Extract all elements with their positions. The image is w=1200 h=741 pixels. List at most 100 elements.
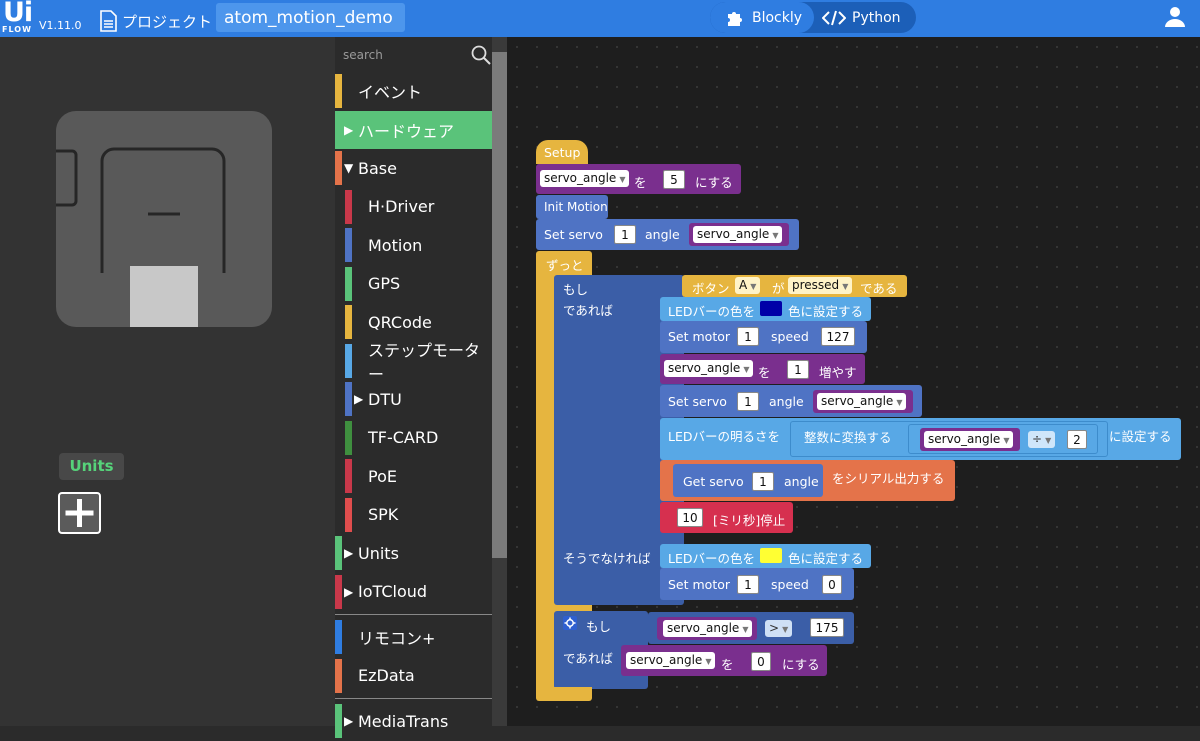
category-color-bar xyxy=(345,459,352,493)
event-dropdown[interactable]: pressed▼ xyxy=(788,277,853,294)
category-8[interactable]: ▶DTU xyxy=(335,380,492,419)
category-13[interactable]: ▶IoTCloud xyxy=(335,573,492,612)
ga-label: が xyxy=(772,281,785,296)
category-15[interactable]: EzData xyxy=(335,657,492,696)
wait-label: [ミリ秒]停止 xyxy=(713,513,786,528)
expanded-arrow-icon: ▼ xyxy=(344,161,354,176)
plus-icon xyxy=(65,499,94,527)
motor-number-input[interactable]: 1 xyxy=(737,575,759,594)
device-preview xyxy=(56,111,272,327)
category-label: SPK xyxy=(368,505,399,525)
collapsed-arrow-icon: ▶ xyxy=(344,714,354,729)
category-11[interactable]: SPK xyxy=(335,496,492,535)
increase-label: 増やす xyxy=(819,365,857,380)
palette-search xyxy=(335,37,492,72)
dearu-label: である xyxy=(860,281,898,296)
compare-number-input[interactable]: 175 xyxy=(810,618,844,637)
category-0[interactable]: イベント xyxy=(335,72,492,111)
collapsed-arrow-icon: ▶ xyxy=(344,122,354,137)
document-icon xyxy=(100,10,117,32)
operator-dropdown[interactable]: >▼ xyxy=(765,620,793,637)
category-color-bar xyxy=(335,620,342,654)
operator-dropdown[interactable]: ÷▼ xyxy=(1028,431,1056,448)
palette-scroll-thumb[interactable] xyxy=(492,52,507,558)
variable-dropdown[interactable]: servo_angle▼ xyxy=(626,652,716,669)
uiflow-logo[interactable]: Ui xyxy=(3,0,33,28)
user-icon[interactable] xyxy=(1164,6,1186,28)
color-set-label: 色に設定する xyxy=(788,304,864,319)
set-motor-label: Set motor xyxy=(668,577,731,592)
button-dropdown[interactable]: A▼ xyxy=(735,277,761,294)
category-4[interactable]: Motion xyxy=(335,226,492,265)
category-10[interactable]: PoE xyxy=(335,457,492,496)
category-16[interactable]: ▶MediaTrans xyxy=(335,702,492,741)
add-unit-button[interactable] xyxy=(58,492,101,534)
if-label: もし xyxy=(586,619,612,634)
category-9[interactable]: TF-CARD xyxy=(335,419,492,458)
servo-number-input[interactable]: 1 xyxy=(752,472,774,491)
number-input[interactable]: 5 xyxy=(663,170,685,189)
category-color-bar xyxy=(335,112,342,147)
angle-label: angle xyxy=(784,474,819,489)
color-swatch[interactable] xyxy=(760,301,782,316)
variable-dropdown[interactable]: servo_angle▼ xyxy=(817,393,907,410)
motor-number-input[interactable]: 1 xyxy=(737,327,759,346)
ni-suru-label: にする xyxy=(695,175,733,190)
setup-block[interactable] xyxy=(536,140,588,164)
speed-label: speed xyxy=(771,329,809,344)
collapsed-arrow-icon: ▶ xyxy=(354,392,364,407)
project-button[interactable]: プロジェクト xyxy=(98,9,212,33)
init-motion-block[interactable] xyxy=(536,195,608,219)
palette-divider xyxy=(335,698,492,699)
variable-dropdown[interactable]: servo_angle▼ xyxy=(540,170,630,187)
category-3[interactable]: H·Driver xyxy=(335,188,492,227)
divisor-number-input[interactable]: 2 xyxy=(1067,430,1087,449)
gear-icon[interactable] xyxy=(563,616,577,630)
category-5[interactable]: GPS xyxy=(335,265,492,304)
category-label: GPS xyxy=(368,274,401,294)
category-color-bar xyxy=(335,704,342,738)
python-mode-button[interactable]: Python xyxy=(814,2,901,33)
set-servo-label: Set servo xyxy=(668,394,727,409)
blockly-mode-button[interactable]: Blockly xyxy=(710,2,814,33)
category-label: QRCode xyxy=(368,312,432,332)
category-2[interactable]: ▼Base xyxy=(335,149,492,188)
servo-number-input[interactable]: 1 xyxy=(614,225,636,244)
angle-label: angle xyxy=(645,227,680,242)
category-color-bar xyxy=(345,343,352,378)
collapsed-arrow-icon: ▶ xyxy=(344,546,354,561)
variable-dropdown[interactable]: servo_angle▼ xyxy=(663,620,753,637)
speed-number-input[interactable]: 127 xyxy=(821,327,855,346)
category-color-bar xyxy=(345,420,352,455)
category-label: ステップモーター xyxy=(368,340,481,384)
variable-dropdown[interactable]: servo_angle▼ xyxy=(693,226,783,243)
project-button-label: プロジェクト xyxy=(122,12,213,31)
category-7[interactable]: ステップモーター xyxy=(335,341,492,384)
wait-number-input[interactable]: 10 xyxy=(677,508,703,527)
category-color-bar xyxy=(335,536,342,570)
angle-label: angle xyxy=(769,394,804,409)
category-14[interactable]: リモコン+ xyxy=(335,618,492,657)
blockly-workspace[interactable]: Setup servo_angle▼ を 5 にする Init Motion S… xyxy=(507,37,1200,726)
increment-number-input[interactable]: 1 xyxy=(787,360,809,379)
forever-loop-footer xyxy=(536,687,592,699)
search-icon[interactable] xyxy=(471,45,491,65)
variable-dropdown[interactable]: servo_angle▼ xyxy=(924,431,1014,448)
get-servo-block[interactable] xyxy=(673,464,823,497)
palette-divider xyxy=(335,614,492,615)
project-name-input[interactable] xyxy=(216,3,405,32)
category-6[interactable]: QRCode xyxy=(335,303,492,342)
number-input[interactable]: 0 xyxy=(751,652,771,671)
search-input[interactable] xyxy=(343,46,463,64)
atom-device-outline xyxy=(56,147,226,327)
category-12[interactable]: ▶Units xyxy=(335,534,492,573)
category-label: リモコン+ xyxy=(358,629,436,649)
speed-number-input[interactable]: 0 xyxy=(822,575,842,594)
top-bar: Ui FLOW V1.11.0 プロジェクト Blockly Python xyxy=(0,0,1200,37)
servo-number-input[interactable]: 1 xyxy=(737,392,759,411)
color-swatch[interactable] xyxy=(760,548,782,563)
to-int-label: 整数に変換する xyxy=(804,430,892,445)
category-label: H·Driver xyxy=(368,197,435,217)
variable-dropdown[interactable]: servo_angle▼ xyxy=(664,360,754,377)
category-1[interactable]: ▶ハードウェア xyxy=(335,110,492,149)
